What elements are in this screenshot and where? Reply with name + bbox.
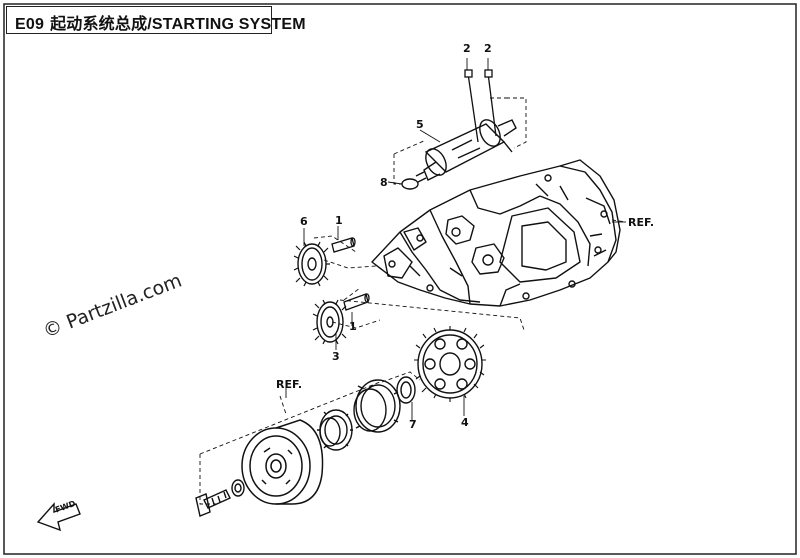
callout-1-upper: 1 [335,214,343,227]
title-box: E09 起动系统总成/STARTING SYSTEM [6,6,306,34]
direction-arrow-icon [36,502,81,532]
ref-label-flywheel: REF. [276,378,303,391]
motor-bolts-2 [464,69,497,143]
callout-4: 4 [461,416,469,429]
leader-lines-solid [285,58,626,420]
leader-lines [199,97,627,505]
shaft-1-lower [343,293,370,311]
callout-6: 6 [300,215,308,228]
starter-driven-gear-4 [414,326,486,402]
ref-label-crankcase: REF. [628,216,655,229]
idler-gear-6 [293,241,330,287]
reduction-gear-3 [312,299,347,345]
rotor-bolt-and-washer [195,479,245,517]
diagram-code: E09 [15,16,45,33]
callout-3: 3 [332,350,340,363]
callout-1-lower: 1 [349,320,357,333]
callout-5: 5 [416,118,424,131]
one-way-clutch [317,409,353,451]
flywheel-rotor [241,419,324,505]
starter-motor [415,119,517,183]
diagram-title: E09 起动系统总成/STARTING SYSTEM [15,10,306,34]
callout-8: 8 [380,176,388,189]
callout-7: 7 [409,418,417,431]
page-border [3,3,797,555]
callout-2-right: 2 [484,42,492,55]
washer-7 [396,376,416,404]
crankcase-housing [371,159,621,307]
starter-clutch-ring [353,379,401,433]
callout-2-left: 2 [463,42,471,55]
diagram-name: 起动系统总成/STARTING SYSTEM [50,16,306,33]
shaft-1-upper [331,237,356,253]
o-ring-8 [401,178,419,190]
